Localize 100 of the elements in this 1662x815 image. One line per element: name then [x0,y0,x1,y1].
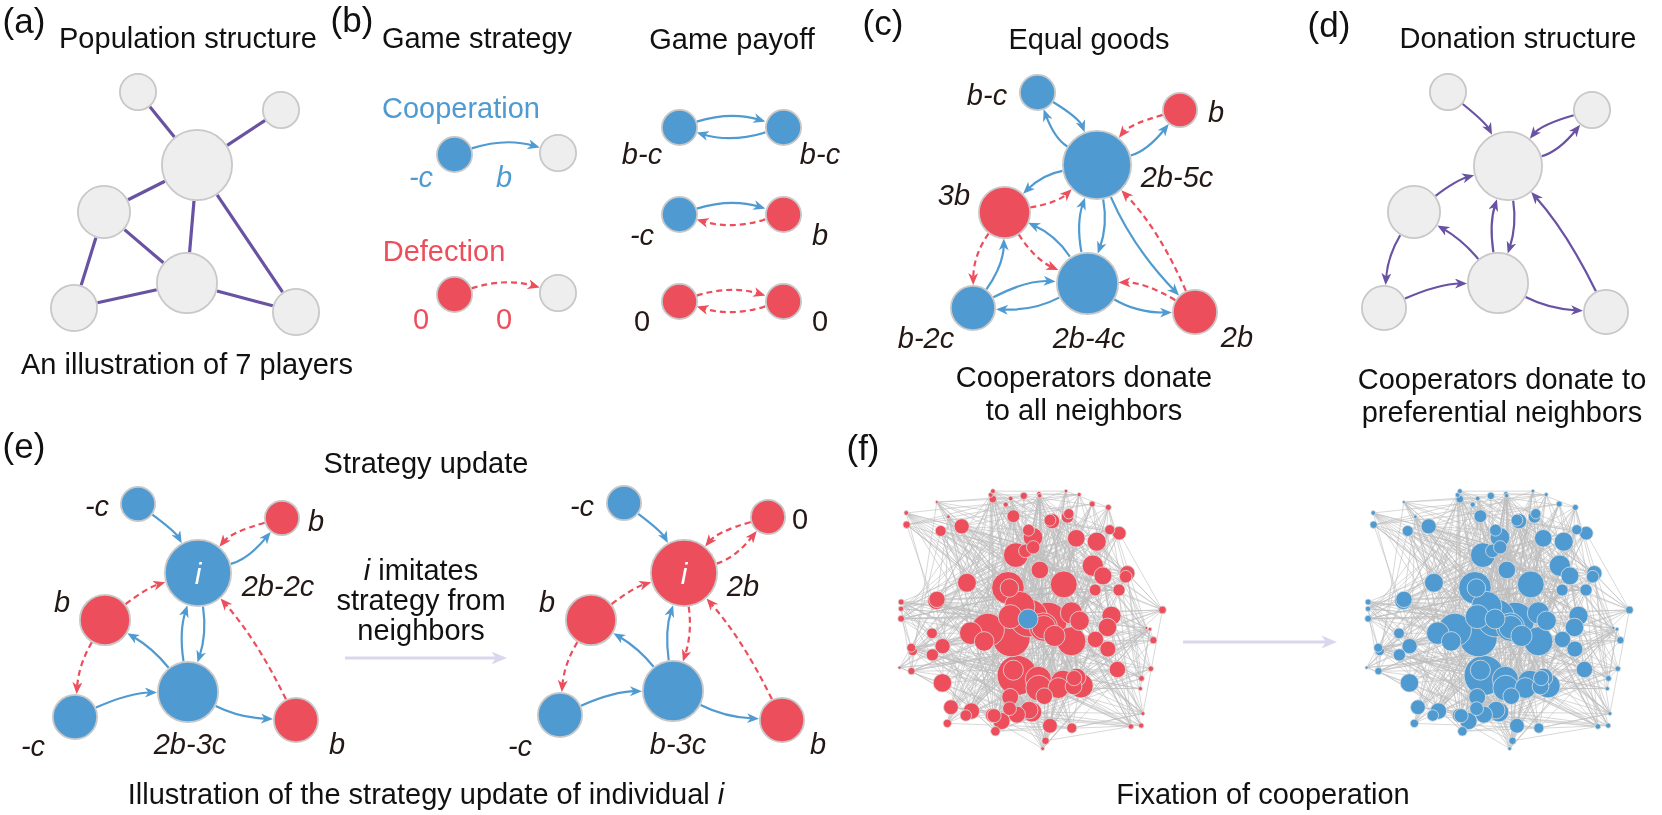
panel-letter: (c) [862,2,904,44]
arrow [127,633,170,669]
connector-line [123,228,165,264]
arrow [637,513,669,543]
arrow [230,532,271,565]
node-label: i [194,556,202,590]
player-circle [119,73,157,111]
payoff-label: 2b-5c [1140,161,1214,195]
connector-line [216,289,274,308]
arrow [1118,113,1163,138]
arrow [580,686,642,707]
arrow [696,287,766,297]
arrow [1023,169,1063,194]
payoff-label: b-c [966,79,1008,113]
arrow [1109,196,1179,296]
arrow [996,296,1060,315]
payoff-label: 3b [937,179,971,213]
player-circle [262,91,300,129]
payoff-label: 2b-2c [241,570,315,604]
payoff-label: -c [569,490,595,524]
payoff-label: b-3c [649,728,707,762]
connector-line [215,194,284,293]
payoff-label: b [328,728,346,762]
arrow [471,139,540,150]
payoff-label: 0 [412,303,430,337]
connector-line [97,288,158,305]
arrow [1113,298,1172,318]
arrow [992,276,1056,299]
connector-line [148,105,176,138]
arrow [1096,199,1107,254]
panel-letter: (a) [2,0,46,42]
panel-letter: (b) [330,0,374,41]
player-circle [1573,91,1611,129]
payoff-label: 2b [726,570,760,604]
panel-letter: (e) [2,425,46,467]
strategy-label: Defection [382,235,506,269]
player-circle [1473,131,1543,201]
arrow [1506,200,1517,254]
arrow [124,581,166,605]
player-circle [156,252,218,314]
arrow [696,131,766,141]
strategy-label: Cooperation [382,92,540,126]
payoff-label: b [1207,96,1225,130]
player-circle [161,129,233,201]
arrow [1541,124,1581,158]
arrow [613,633,655,668]
player-circle [1429,73,1467,111]
arrow [1029,189,1072,209]
payoff-label: 2b-3c [153,728,227,762]
node-label: i [680,556,688,590]
arrow [696,200,766,210]
panel-title: Game strategy [381,22,573,56]
arrow [706,598,773,700]
arrow [1183,635,1337,649]
arrow [196,606,206,663]
arrow [700,704,759,724]
player-circle [1361,285,1407,331]
arrow [557,641,579,693]
payoff-label: -c [507,730,533,764]
payoff-label: 2b-4c [1052,322,1126,356]
arrow [179,605,189,662]
payoff-label: b [538,586,556,620]
arrow [610,581,652,605]
arrow [1028,222,1071,258]
arrow [1531,192,1597,292]
payoff-label: -c [20,730,46,764]
arrow [968,233,990,285]
arrow [1488,199,1499,253]
panel-caption: An illustration of 7 players [20,348,354,382]
arrow [1525,296,1583,316]
arrow [1130,124,1169,157]
player-circle [1387,185,1441,239]
arrow [220,598,287,700]
arrow [1043,109,1068,148]
arrow [1437,225,1480,260]
arrow [664,605,675,661]
arrow [985,238,1009,290]
panel-title: Equal goods [1008,23,1170,57]
player-circle [50,284,98,332]
arrow [72,641,93,695]
arrow [1121,190,1187,292]
arrow [95,687,157,709]
payoff-label: b [811,219,829,253]
payoff-label: b [307,505,325,539]
player-circle [539,274,577,312]
panel-title: Donation structure [1399,22,1637,56]
connector-line [226,119,266,147]
panel-title: Population structure [59,22,317,56]
arrow [1017,233,1059,271]
connector-line [188,200,196,253]
panel-caption: Cooperators donate to preferential neighbors [1356,362,1648,430]
payoff-label: b-c [621,138,663,172]
arrow [1404,278,1467,300]
payoff-label: b [809,728,827,762]
payoff-label: b-2c [897,322,955,356]
payoff-label: b [53,586,71,620]
player-circle [1467,252,1529,314]
player-circle [539,134,577,172]
payoff-label: 0 [791,503,809,537]
payoff-label: 2b [1220,321,1254,355]
